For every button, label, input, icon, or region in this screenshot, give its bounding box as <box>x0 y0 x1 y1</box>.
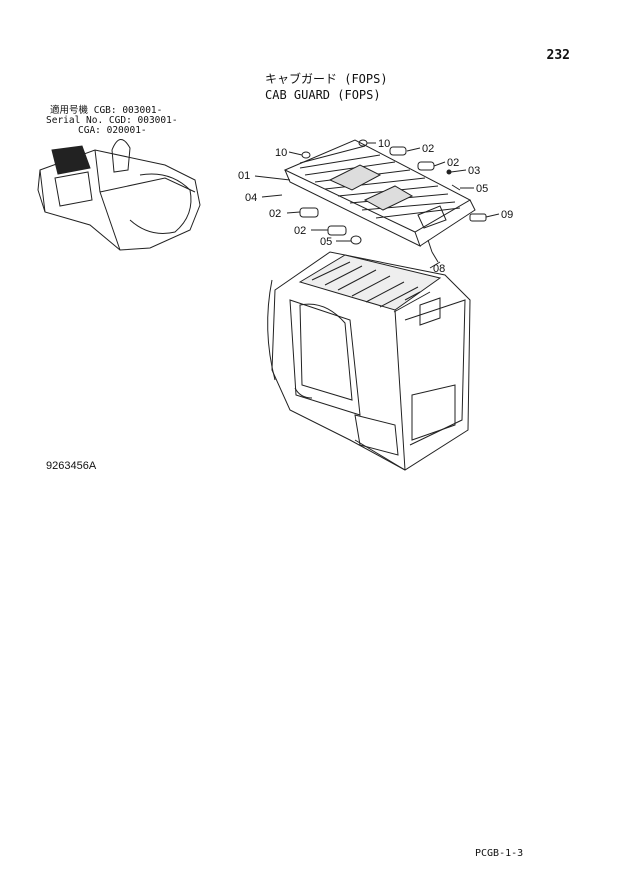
loose-hardware <box>299 139 487 253</box>
part-05-washer <box>350 235 362 245</box>
callout-leader-lines <box>254 142 500 263</box>
illustration-number: 9263456A <box>46 460 97 472</box>
part-05-pin-right <box>451 184 461 191</box>
fops-guard-panel <box>283 139 476 247</box>
callout-09: 09 <box>501 209 513 221</box>
page-number: 232 <box>546 48 570 63</box>
callout-01: 01 <box>238 170 250 182</box>
callout-10-left: 10 <box>275 147 287 159</box>
callout-04: 04 <box>245 192 257 204</box>
callout-02-left: 02 <box>269 208 281 220</box>
callout-02-top: 02 <box>422 143 434 155</box>
page-title-japanese: キャブガード (FOPS) <box>265 72 388 86</box>
callout-03: 03 <box>468 165 480 177</box>
serial-applicability-line-2: Serial No. CGD: 003001- <box>46 115 178 126</box>
part-10-bolt-left <box>301 151 311 159</box>
callout-08: 08 <box>433 263 445 275</box>
part-02-pad-4 <box>327 225 347 236</box>
callout-05-lower: 05 <box>320 236 332 248</box>
part-08-bolt <box>427 239 433 253</box>
part-02-pad-2 <box>417 161 435 171</box>
part-03-screw <box>446 169 452 175</box>
cab-body <box>267 251 471 471</box>
serial-applicability-line-1: 適用号機 CGB: 003001- <box>50 105 163 116</box>
part-02-pad-1 <box>389 146 407 156</box>
part-09-clip <box>469 213 487 222</box>
page-title-english: CAB GUARD (FOPS) <box>265 88 381 102</box>
callout-10-right: 10 <box>378 138 390 150</box>
part-02-pad-3 <box>299 207 319 218</box>
callout-05-right: 05 <box>476 183 488 195</box>
page-code: PCGB-1-3 <box>475 848 524 859</box>
callout-02-upper-right: 02 <box>447 157 459 169</box>
overview-machine-sketch <box>37 139 201 251</box>
serial-applicability-line-3: CGA: 020001- <box>78 125 147 136</box>
callout-02-lower: 02 <box>294 225 306 237</box>
